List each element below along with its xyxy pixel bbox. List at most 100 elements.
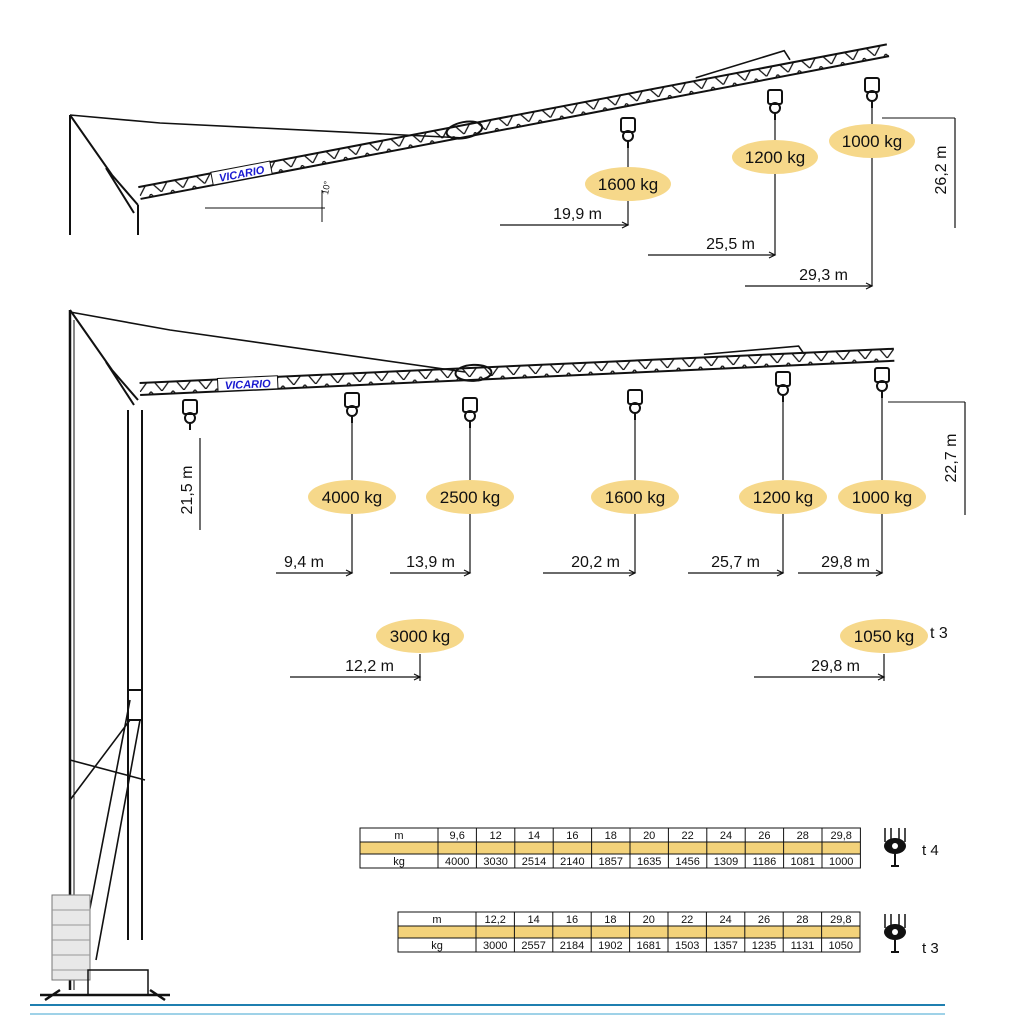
radius-dim-2: 13,9 m [390,554,472,577]
table-note: t 4 [922,842,939,859]
table-cell-kg: 1635 [637,856,661,868]
t3-note: t 3 [930,625,948,642]
load-pill-2-text: 2500 kg [440,488,501,507]
top-radius-dim-3-text: 29,3 m [799,267,848,284]
table-cell-m: 26 [758,830,770,842]
table-head-kg: kg [393,856,405,868]
load-table-1: mkg9,64000123030142514162140181857201635… [359,827,939,869]
table-note: t 3 [922,940,939,957]
hook-block-1 [344,392,360,423]
table-cell-kg: 1857 [599,856,623,868]
top-radius-dim-2: 25,5 m [648,236,777,259]
table-cell-m: 12,2 [484,914,505,926]
radius-dim-1: 9,4 m [276,554,354,577]
table-cell-m: 16 [566,830,578,842]
top-height-label: 26,2 m [933,146,950,195]
load-table-2: mkg12,2300014255716218418190220168122150… [397,911,939,957]
table-cell-kg: 1456 [675,856,699,868]
top-radius-dim-3: 29,3 m [745,267,874,290]
radius-dim-5: 29,8 m [798,554,884,577]
load-pill-4: 1200 kg [739,480,827,514]
table-cell-m: 28 [796,914,808,926]
bottom-boom: VICARIO [139,345,895,396]
table-cell-m: 22 [681,830,693,842]
hook-block-3 [627,389,643,420]
t3-load-pill-1-text: 3000 kg [390,627,451,646]
top-load-pill-2-text: 1200 kg [745,148,806,167]
table-cell-kg: 1081 [791,856,815,868]
table-cell-kg: 2140 [560,856,584,868]
table-head-kg: kg [431,940,443,952]
top-boom-joint [445,120,484,140]
top-tie-rod [69,114,466,139]
radius-dim-1-text: 9,4 m [284,554,324,571]
top-load-pill-3-text: 1000 kg [842,132,903,151]
table-cell-kg: 3000 [483,940,507,952]
table-cell-kg: 1235 [752,940,776,952]
table-cell-kg: 1309 [714,856,738,868]
top-load-pill-3: 1000 kg [829,124,915,158]
table-cell-m: 29,8 [830,914,851,926]
top-load-annotations: 1600 kg 19,9 m 1200 kg 25,5 m 1000 kg 29,3 m 2… [500,77,956,290]
hook-block-3-fall-icon [884,914,906,953]
top-boom: VICARIO [138,43,890,200]
table-cell-m: 24 [719,914,731,926]
folding-strut [69,309,139,406]
t3-radius-dim-2-text: 29,8 m [811,658,860,675]
top-hook-block-2 [767,89,783,120]
table-cell-m: 29,8 [830,830,851,842]
table-cell-kg: 2184 [560,940,584,952]
top-brand-plate [210,160,273,186]
radius-dim-3-text: 20,2 m [571,554,620,571]
turntable-base [87,969,149,996]
table-cell-kg: 2514 [522,856,546,868]
table-cell-kg: 1050 [829,940,853,952]
table-cell-m: 12 [489,830,501,842]
bottom-trolley-frame [703,345,805,356]
top-load-pill-1: 1600 kg [585,167,671,201]
radius-dim-4: 25,7 m [688,554,785,577]
t3-load-pill-2: 1050 kg [840,619,928,653]
tie-rod [69,311,466,373]
top-folding-strut [69,114,139,235]
table-cell-kg: 1000 [829,856,853,868]
table-cell-m: 18 [605,830,617,842]
bottom-crane-configuration: VICARIO [30,309,945,1015]
hook-block-2 [462,397,478,428]
table-cell-kg: 1902 [598,940,622,952]
table-cell-kg: 1186 [753,856,777,868]
t3-load-pill-1: 3000 kg [376,619,464,653]
t3-radius-dim-2: 29,8 m [754,658,886,681]
hook-block-4-fall-icon [884,828,906,867]
top-load-pill-2: 1200 kg [732,140,818,174]
table-cell-m: 20 [643,830,655,842]
table-cell-m: 16 [566,914,578,926]
t3-radius-dim-1: 12,2 m [290,658,422,681]
radius-dim-3: 20,2 m [543,554,637,577]
table-cell-kg: 3030 [483,856,507,868]
top-radius-dim-1-text: 19,9 m [553,206,602,223]
table-head-m: m [432,914,441,926]
inner-tower [127,410,143,940]
top-load-pill-1-text: 1600 kg [598,175,659,194]
outrigger-base [40,988,170,1002]
load-pill-3: 1600 kg [591,480,679,514]
radius-dim-4-text: 25,7 m [711,554,760,571]
table-cell-m: 14 [528,830,540,842]
table-cell-m: 18 [604,914,616,926]
table-cell-m: 20 [643,914,655,926]
load-pill-4-text: 1200 kg [753,488,814,507]
table-cell-m: 24 [720,830,732,842]
radius-dim-2-text: 13,9 m [406,554,455,571]
table-cell-m: 22 [681,914,693,926]
load-pill-1: 4000 kg [308,480,396,514]
height-label: 22,7 m [943,434,960,483]
load-pill-2: 2500 kg [426,480,514,514]
table-cell-m: 14 [527,914,539,926]
table-cell-kg: 2557 [521,940,545,952]
base-bracing [69,699,146,961]
table-cell-kg: 1681 [637,940,661,952]
top-hook-block-3 [864,77,880,108]
